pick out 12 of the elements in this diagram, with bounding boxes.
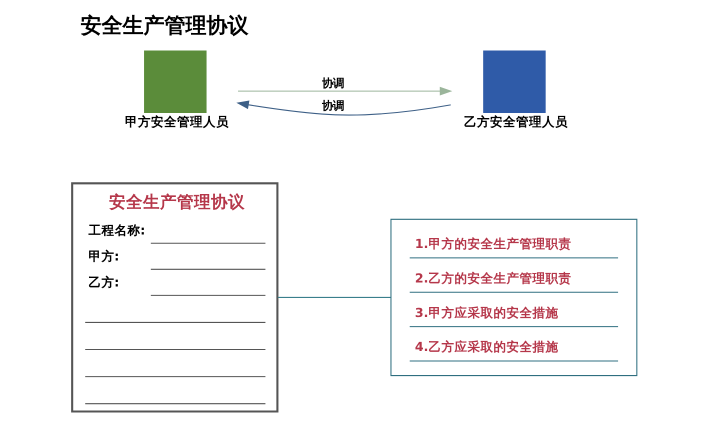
node-label: 甲方安全管理人员 xyxy=(124,114,229,130)
connector xyxy=(278,296,391,298)
edge-label: 协调 xyxy=(322,98,344,113)
edge-label: 协调 xyxy=(322,76,344,90)
node-box xyxy=(144,50,207,114)
node-box: 1.甲方的安全生产管理职责 2.乙方的安全生产管理职责 3.甲方应采取的安全措施 4.乙方应采取的安全措施 xyxy=(390,218,638,376)
node-box: 安全生产管理协议 工程名称: 甲方: 乙方: xyxy=(71,182,278,413)
diagram-title: 安全生产管理协议 xyxy=(80,13,248,38)
arrow xyxy=(238,86,452,96)
node-box xyxy=(483,50,546,114)
arrow xyxy=(236,100,451,116)
node-label: 乙方安全管理人员 xyxy=(464,114,568,130)
